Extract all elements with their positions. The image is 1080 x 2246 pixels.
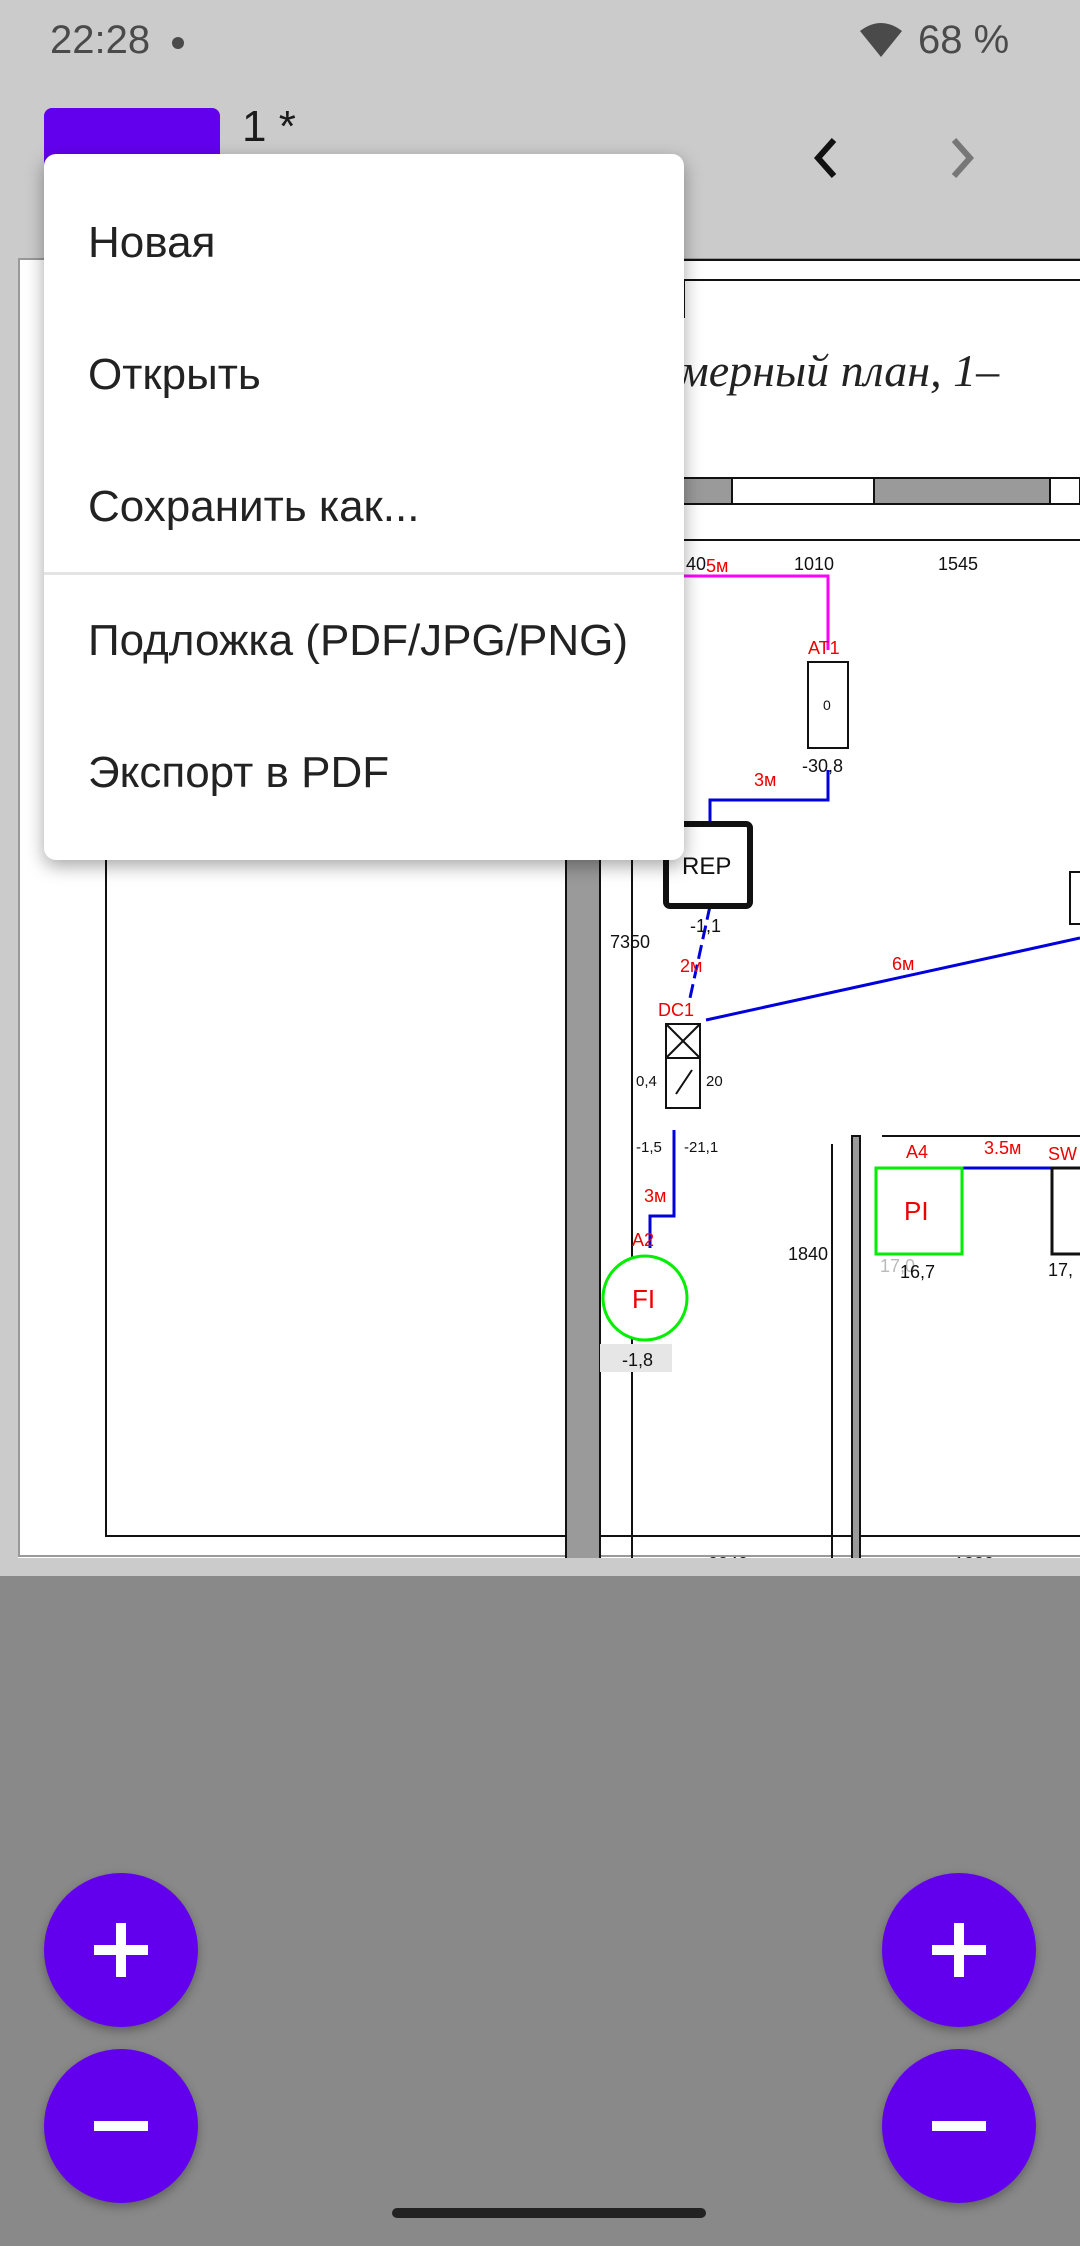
device-at1-value: 0 [823,697,831,713]
dimension-1840: 1840 [788,1244,828,1264]
menu-divider [44,572,684,575]
menu-item-label: Сохранить как... [88,482,420,531]
device-a4-ghost: 17,0 [880,1256,915,1276]
floor-plan: бмерный план, 1– 40 1010 1545 7350 1840 … [18,258,1080,1558]
notification-dot [172,37,184,49]
chevron-left-icon[interactable] [810,136,840,185]
gesture-handle[interactable] [392,2208,706,2218]
cable-length-3m-lower: 3м [644,1186,666,1206]
menu-item-new[interactable]: Новая [44,178,684,308]
cable-length-2m: 2м [680,956,702,976]
device-sw-level: 17, [1048,1260,1073,1280]
device-dc1-bottom-right: -21,1 [684,1139,718,1156]
zoom-out-button-left[interactable] [44,2049,198,2203]
chevron-right-icon[interactable] [948,136,978,185]
device-dc1-left: 0,4 [636,1073,657,1090]
minus-icon [94,2121,148,2131]
dimension-1880: 1880 [954,1554,994,1558]
menu-item-open[interactable]: Открыть [44,310,684,440]
zoom-in-button-left[interactable] [44,1873,198,2027]
device-a4-level: 16,7 [900,1262,935,1282]
device-a2-label: A2 [632,1230,654,1250]
menu-item-underlay[interactable]: Подложка (PDF/JPG/PNG) [44,576,684,706]
device-a4-label: A4 [906,1142,928,1162]
zoom-out-button-right[interactable] [882,2049,1036,2203]
minus-icon [932,2121,986,2131]
file-menu: Новая Открыть Сохранить как... Подложка … [44,154,684,860]
device-rep-level: -1,1 [690,916,721,936]
plan-title: бмерный план, 1– [658,345,1000,396]
dimension-7350: 7350 [610,932,650,952]
cable-length-3-5m: 3.5м [984,1138,1021,1158]
wifi-icon [860,22,902,67]
device-a2-symbol: FI [632,1284,655,1314]
document-title: 1 * [242,102,296,151]
menu-item-export-pdf[interactable]: Экспорт в PDF [44,708,684,838]
dimension-1545: 1545 [938,554,978,574]
device-a2-level: -1,8 [622,1350,653,1370]
status-time: 22:28 [50,18,151,62]
menu-item-save-as[interactable]: Сохранить как... [44,442,684,572]
menu-item-label: Открыть [88,350,261,399]
status-bar: 22:28 68 % [0,0,1080,84]
device-dc1-right: 20 [706,1073,723,1090]
cable-length-6m: 6м [892,954,914,974]
dimension-2340: 2340 [708,1554,748,1558]
zoom-in-button-right[interactable] [882,1873,1036,2027]
battery-level: 68 % [918,18,1010,62]
menu-item-label: Подложка (PDF/JPG/PNG) [88,616,628,665]
device-at1-level: -30,8 [802,756,843,776]
device-dc1-label: DC1 [658,1000,694,1020]
device-sw-label: SW [1048,1144,1077,1164]
cable-length-5m: 5м [706,556,728,576]
device-a4-symbol: PI [904,1196,929,1226]
cable-length-3m: 3м [754,770,776,790]
device-at1-label: AT1 [808,638,840,658]
device-dc1-bottom-left: -1,5 [636,1139,662,1156]
menu-item-label: Экспорт в PDF [88,748,390,797]
dimension-1010: 1010 [794,554,834,574]
device-rep-label: REP [682,853,731,880]
menu-item-label: Новая [88,218,216,267]
dimension-40: 40 [686,554,706,574]
